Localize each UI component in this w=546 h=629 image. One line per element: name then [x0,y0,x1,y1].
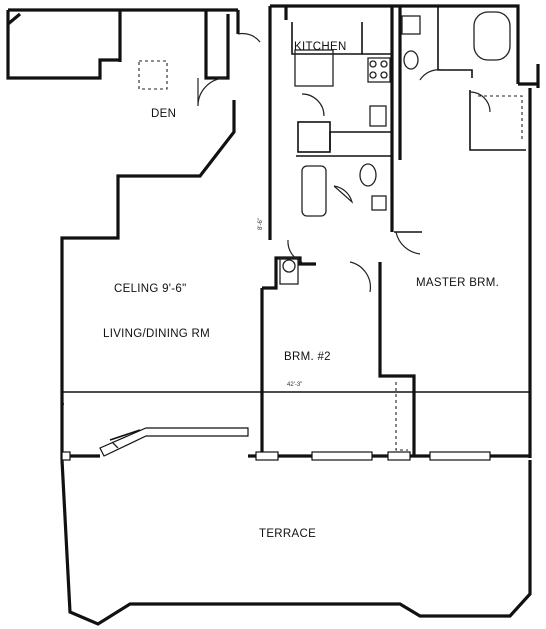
living-dining-label: LIVING/DINING RM [103,328,210,340]
kitchen-room: KITCHEN [291,22,393,153]
terrace-edge: TERRACE [61,451,530,540]
bathtub-master [473,11,511,61]
master-bedroom: MASTER BRM. [416,277,499,289]
kitchen-sink [294,49,334,87]
pantry [297,121,331,153]
den-door-swing [197,77,227,107]
den-room: DEN [138,32,261,120]
vanity-hall [371,195,387,211]
bath-core [296,6,526,232]
master-door [395,231,421,255]
toilet-master [401,15,421,35]
sliding-door-master [429,451,491,461]
den-label: DEN [151,108,176,120]
bedroom-2: BRM. #2 [260,231,422,456]
sliding-door-bedroom2 [311,451,373,461]
refrigerator [369,105,387,127]
toilet-hall [359,163,377,187]
bathtub-hall [301,165,327,217]
sink-master [403,50,419,70]
bay-window [99,427,249,457]
bedroom2-label: BRM. #2 [284,351,331,363]
kitchen-label: KITCHEN [294,41,347,53]
ceiling-height-note: CELING 9'-6" [114,283,187,295]
master-bedroom-label: MASTER BRM. [416,277,499,289]
overall-width-dimension: 42'-3" [287,382,302,388]
kitchen-wall-dimension: 8'-6" [258,218,264,230]
washer-dryer [279,257,299,285]
bedroom2-door [349,261,372,293]
den-ceiling-light [138,60,168,90]
den-entry-door [237,32,261,43]
exterior-walls [6,4,540,626]
cooktop [367,57,391,83]
living-dining-room: CELING 9'-6" LIVING/DINING RM 42'-3" 8'-… [62,218,530,457]
terrace-label: TERRACE [259,528,316,540]
